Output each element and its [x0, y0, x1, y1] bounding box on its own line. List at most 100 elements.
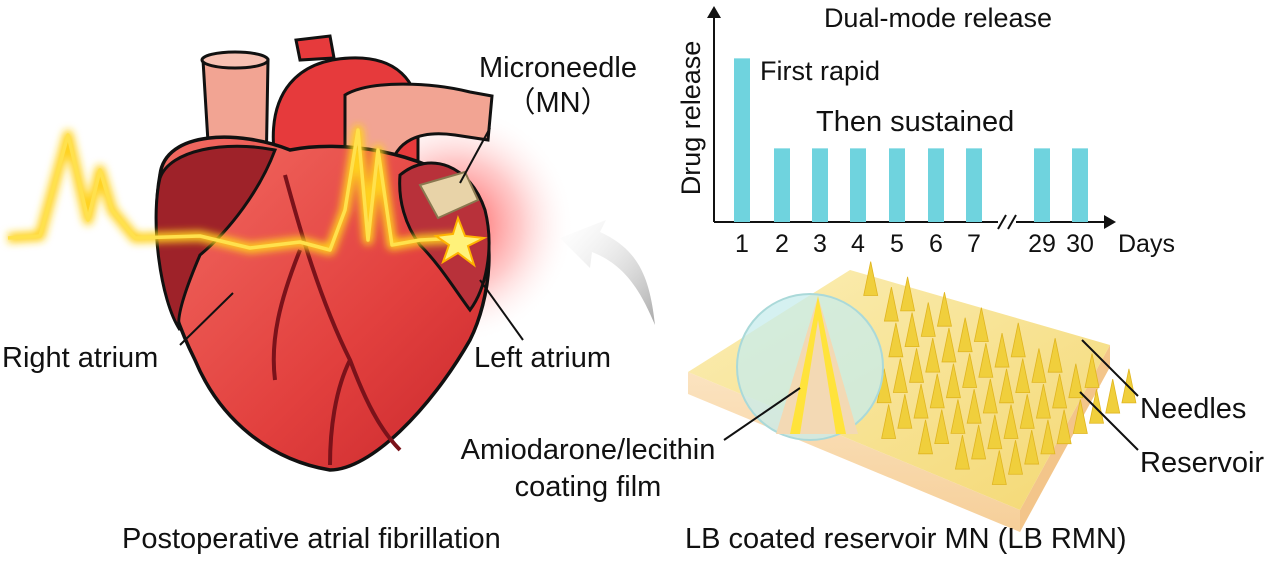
- needle-5: [904, 312, 920, 347]
- needle-30: [1015, 358, 1031, 393]
- ecg-line: [7, 128, 461, 252]
- needle-3: [900, 276, 916, 312]
- bar-day-1: [734, 58, 750, 223]
- needle-16: [897, 394, 913, 429]
- bar-day-3: [812, 148, 828, 222]
- tick-label-7: 7: [967, 230, 981, 258]
- needle-44: [1024, 429, 1040, 465]
- needle-2: [883, 286, 899, 322]
- bar-day-5: [889, 148, 905, 222]
- needle-15: [881, 404, 897, 439]
- bar-day-29: [1034, 148, 1050, 222]
- chart-ylabel: Drug release: [676, 41, 706, 196]
- needle-24: [918, 419, 934, 455]
- bar-day-2: [774, 148, 790, 222]
- label-microneedle-line2: （MN）: [506, 87, 610, 119]
- needle-49: [1105, 378, 1121, 414]
- chart-y-arrow: [707, 6, 721, 18]
- coronary-vessels: [271, 174, 402, 466]
- needle-40: [1068, 363, 1084, 399]
- needle-20: [962, 353, 978, 388]
- gray-curved-arrow: [560, 220, 655, 325]
- tick-label-30: 30: [1066, 230, 1094, 258]
- bar-day-4: [850, 148, 866, 222]
- tick-label-5: 5: [890, 230, 904, 258]
- label-coating: Amiodarone/lecithin coating film: [448, 436, 728, 502]
- mn-patch-on-heart: [418, 170, 480, 220]
- needle-29: [999, 368, 1015, 404]
- needle-7: [936, 292, 952, 327]
- needle-47: [1072, 399, 1088, 434]
- annotation-then-sustained: Then sustained: [816, 106, 1014, 138]
- leader-coating: [723, 387, 801, 441]
- bar-day-30: [1072, 148, 1088, 222]
- label-reservoir: Reservoir: [1140, 447, 1265, 479]
- bar-day-7: [966, 148, 982, 222]
- tick-label-2: 2: [775, 230, 789, 258]
- needle-4: [888, 322, 904, 358]
- needle-31: [1031, 348, 1047, 383]
- needle-37: [1019, 394, 1035, 429]
- needle-6: [920, 302, 936, 337]
- needle-46: [1056, 409, 1072, 445]
- needle-14: [973, 307, 989, 342]
- needle-43: [1008, 440, 1024, 475]
- needle-21: [978, 343, 994, 378]
- needle-33: [954, 435, 970, 470]
- tick-label-3: 3: [813, 230, 827, 258]
- needle-19: [945, 363, 961, 399]
- needle-9: [892, 358, 908, 393]
- chart-title: Dual-mode release: [824, 3, 1052, 33]
- vena-cava-opening: [200, 50, 270, 70]
- needle-36: [1003, 404, 1019, 439]
- needle-17: [913, 383, 929, 419]
- bar-day-6: [928, 148, 944, 222]
- needle-25: [934, 409, 950, 444]
- label-needles: Needles: [1140, 393, 1247, 425]
- needle-26: [950, 399, 966, 434]
- needle-28: [982, 378, 998, 414]
- label-left-atrium: Left atrium: [474, 342, 611, 374]
- needle-32: [1047, 338, 1063, 373]
- tick-label-29: 29: [1028, 230, 1056, 258]
- tick-label-1: 1: [735, 230, 749, 258]
- needle-41: [1084, 353, 1100, 388]
- needle-11: [925, 338, 941, 373]
- chart-bars: [734, 58, 1088, 223]
- label-right-atrium: Right atrium: [2, 342, 159, 374]
- needle-39: [1052, 373, 1068, 409]
- tick-label-6: 6: [929, 230, 943, 258]
- needle-23: [1010, 322, 1026, 358]
- label-microneedle-line1: Microneedle: [479, 52, 637, 84]
- label-microneedle: Microneedle （MN）: [468, 54, 648, 118]
- axis-break-mark-1: [997, 214, 1007, 230]
- magnified-needle-coating-right: [818, 296, 846, 434]
- microneedle-array: [688, 261, 1139, 532]
- needle-18: [929, 373, 945, 409]
- magnified-needle-coating-left: [790, 296, 818, 434]
- annotation-first-rapid: First rapid: [760, 56, 880, 86]
- axis-break-mark-2: [1007, 214, 1017, 230]
- caption-right: LB coated reservoir MN (LB RMN): [685, 523, 1127, 555]
- label-coating-line2: coating film: [514, 471, 662, 503]
- needle-42: [991, 450, 1007, 485]
- chart-xlabel: Days: [1118, 230, 1175, 258]
- needle-field: [863, 261, 1137, 485]
- leader-needles: [1081, 339, 1139, 397]
- aortic-branch: [294, 34, 336, 62]
- leader-right-atrium: [179, 292, 234, 346]
- leader-microneedle: [459, 127, 491, 184]
- needle-27: [966, 389, 982, 424]
- spark-icon: [433, 214, 488, 268]
- tick-label-4: 4: [851, 230, 865, 258]
- needle-34: [971, 424, 987, 460]
- needle-12: [941, 327, 957, 363]
- heart-illustration: [7, 34, 575, 472]
- needle-1: [863, 261, 879, 296]
- needle-35: [987, 414, 1003, 450]
- needle-38: [1035, 384, 1051, 419]
